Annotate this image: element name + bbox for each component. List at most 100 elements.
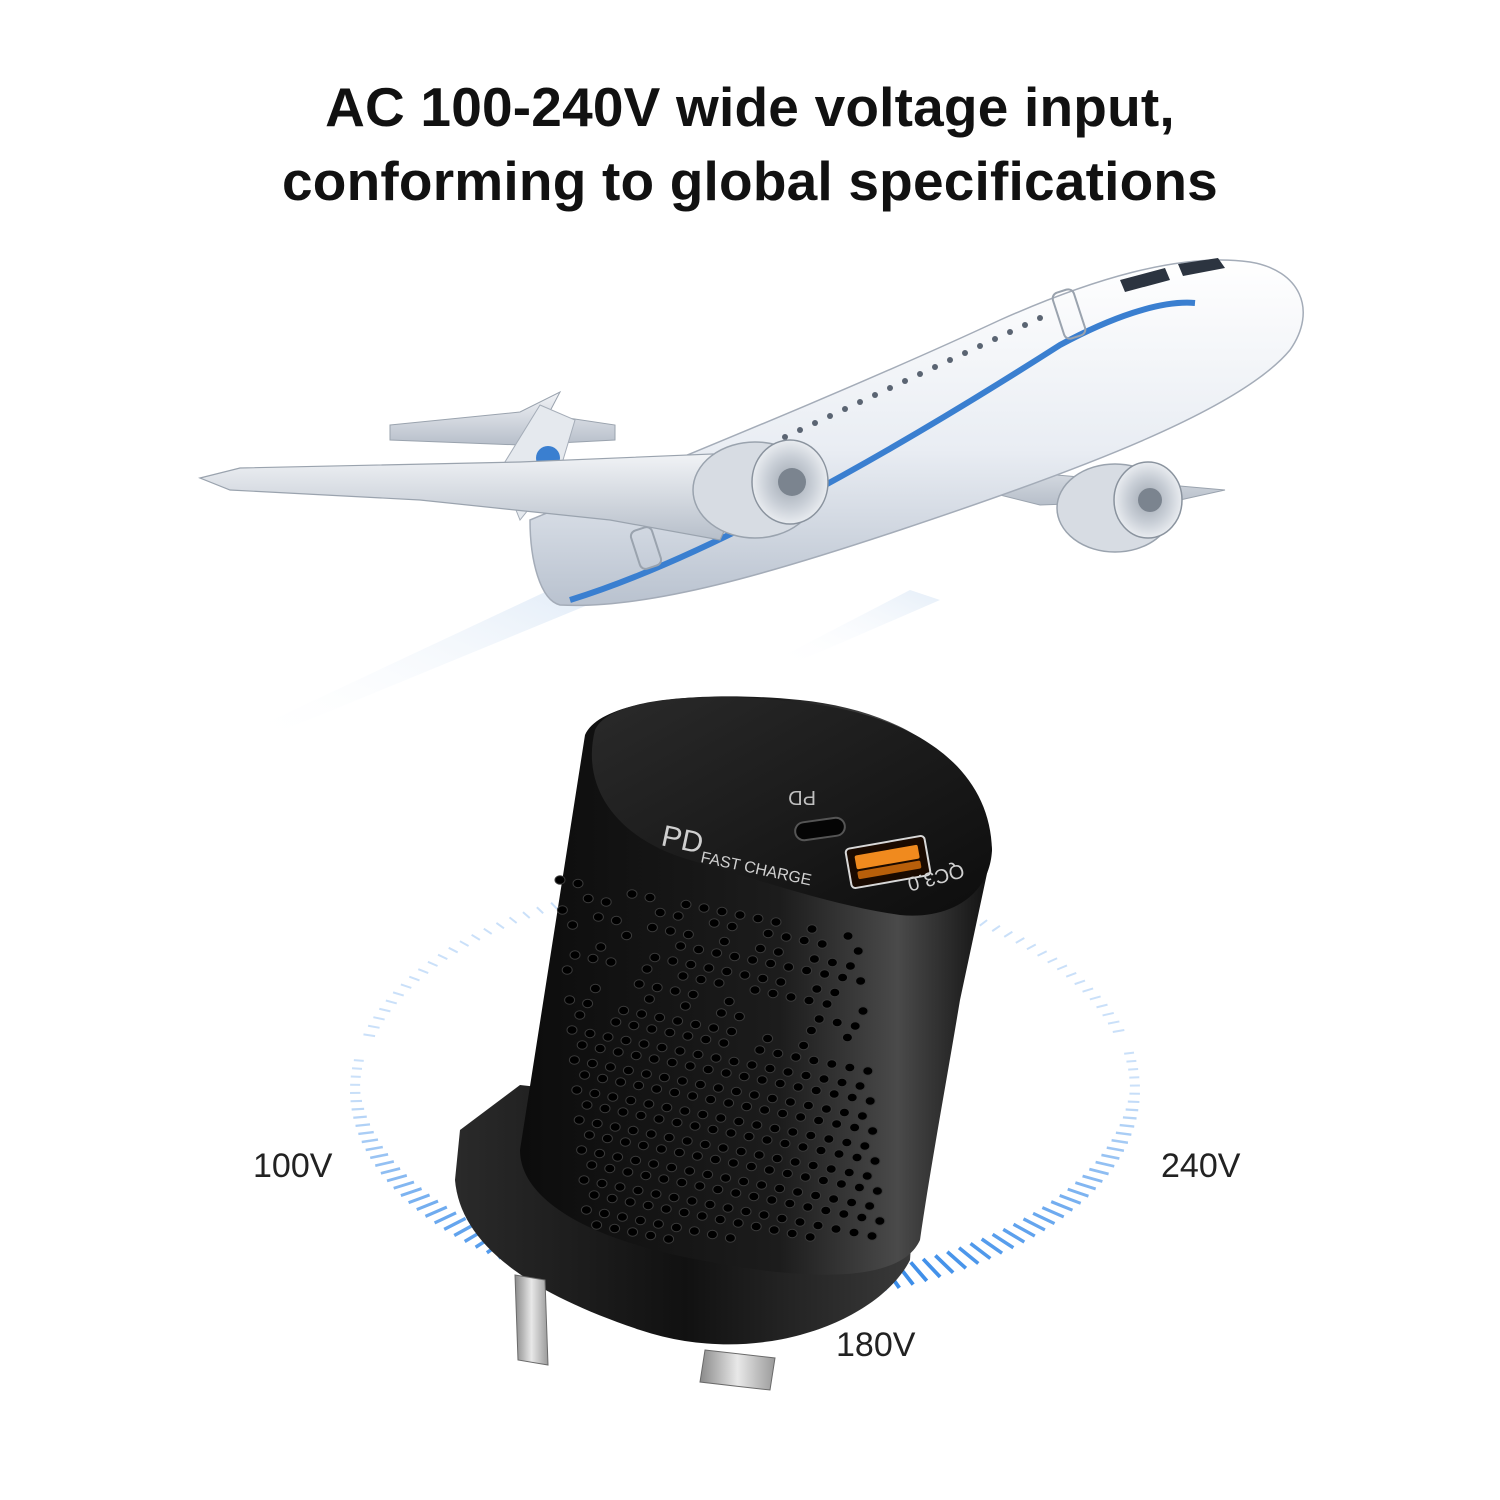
vent-dot [802, 1202, 814, 1212]
airplane-windows [782, 315, 1043, 440]
vent-dot [656, 1042, 668, 1053]
vent-dot [640, 1069, 652, 1079]
dial-tick [1012, 1222, 1036, 1238]
vent-dot [833, 1149, 845, 1159]
vent-dot [703, 963, 715, 973]
vent-dot [625, 1095, 637, 1106]
vent-dot [663, 1132, 675, 1143]
vent-dot [829, 987, 841, 998]
dial-tick [367, 1024, 380, 1029]
vent-dot [702, 1064, 714, 1075]
vent-dot [733, 1116, 745, 1127]
vent-dot [689, 1121, 701, 1131]
dial-tick [471, 933, 481, 941]
vent-dot [595, 942, 607, 952]
vent-dot [864, 1201, 876, 1211]
vent-dot [729, 951, 741, 962]
vent-dot [684, 1166, 696, 1176]
vent-dot [866, 1231, 878, 1241]
vent-dot [816, 939, 828, 949]
vent-dot [687, 989, 699, 1000]
airplane-far-engine [1056, 461, 1183, 553]
vent-dot [578, 1175, 590, 1185]
vent-dot [846, 1197, 858, 1208]
vent-dot [600, 897, 612, 907]
vent-dot [819, 969, 831, 979]
dial-tick [365, 1145, 384, 1152]
dial-tick [1056, 964, 1068, 971]
vent-dot [807, 1160, 819, 1171]
vent-dot [831, 1017, 843, 1028]
vent-dot [710, 1053, 722, 1063]
vent-dot [830, 1224, 842, 1234]
dial-tick [1015, 937, 1025, 944]
vent-dot [746, 1060, 758, 1070]
vent-dot [823, 1134, 835, 1144]
vent-dot [586, 1160, 598, 1170]
vent-dot [582, 998, 594, 1009]
vent-dot [730, 1188, 742, 1198]
vent-dot [751, 1120, 763, 1130]
vent-dot [692, 1049, 704, 1060]
vent-dot [679, 1001, 691, 1011]
vent-dot [795, 1112, 807, 1122]
vent-dot [772, 947, 784, 957]
vent-dot [694, 1079, 706, 1090]
vent-dot [766, 1093, 778, 1104]
dial-tick [1119, 1123, 1135, 1128]
vent-dot [645, 1129, 657, 1139]
vent-dot [758, 1210, 770, 1220]
vent-dot [566, 1025, 578, 1035]
vent-dot [713, 978, 725, 988]
vent-dot [853, 1182, 865, 1193]
dial-tick [1128, 1068, 1139, 1071]
vent-dot [604, 1062, 616, 1072]
dial-tick [416, 1199, 439, 1212]
vent-dot [783, 962, 795, 972]
vent-dot [708, 918, 720, 928]
vent-dot [670, 1222, 682, 1233]
vent-dot [579, 1070, 591, 1080]
vent-dot [676, 1177, 688, 1188]
dial-tick [536, 906, 544, 914]
dial-tick [1047, 957, 1058, 964]
vent-dot [627, 1125, 639, 1136]
vent-dot [691, 1151, 703, 1161]
dial-tick [1002, 1227, 1026, 1244]
vent-dot [782, 1067, 794, 1077]
vent-dot [666, 1057, 678, 1068]
vent-dot [852, 946, 864, 956]
vent-dot [609, 1122, 621, 1132]
vent-dot [651, 1084, 663, 1094]
vent-dot [843, 1167, 855, 1178]
vent-dot [774, 1078, 786, 1089]
vent-dot [856, 1212, 868, 1223]
vent-dot [718, 936, 730, 947]
vent-dot [769, 1123, 781, 1134]
vent-dot [661, 1102, 673, 1113]
dial-tick [400, 1187, 423, 1197]
vent-dot [620, 1035, 632, 1046]
dial-tick [1106, 1146, 1125, 1152]
vent-dot [697, 1109, 709, 1120]
vent-dot [763, 1165, 775, 1175]
vent-dot [794, 1217, 806, 1227]
vent-dot [641, 964, 653, 974]
vent-dot [789, 1157, 801, 1167]
vent-dot [780, 932, 792, 942]
vent-dot [792, 1187, 804, 1197]
vent-dot [576, 1040, 588, 1050]
vent-dot [738, 1071, 750, 1082]
vent-dot [821, 999, 833, 1009]
vent-dot [848, 1227, 860, 1238]
vent-dot [564, 995, 576, 1005]
vent-dot [619, 1137, 631, 1147]
vent-dot [726, 1026, 738, 1037]
vent-dot [835, 1179, 847, 1189]
vent-dot [643, 994, 655, 1004]
vent-dot [636, 1009, 648, 1019]
vent-dot [836, 1077, 848, 1088]
dial-tick [1074, 1181, 1097, 1191]
vent-dot [787, 1127, 799, 1137]
vent-dot [808, 954, 820, 964]
